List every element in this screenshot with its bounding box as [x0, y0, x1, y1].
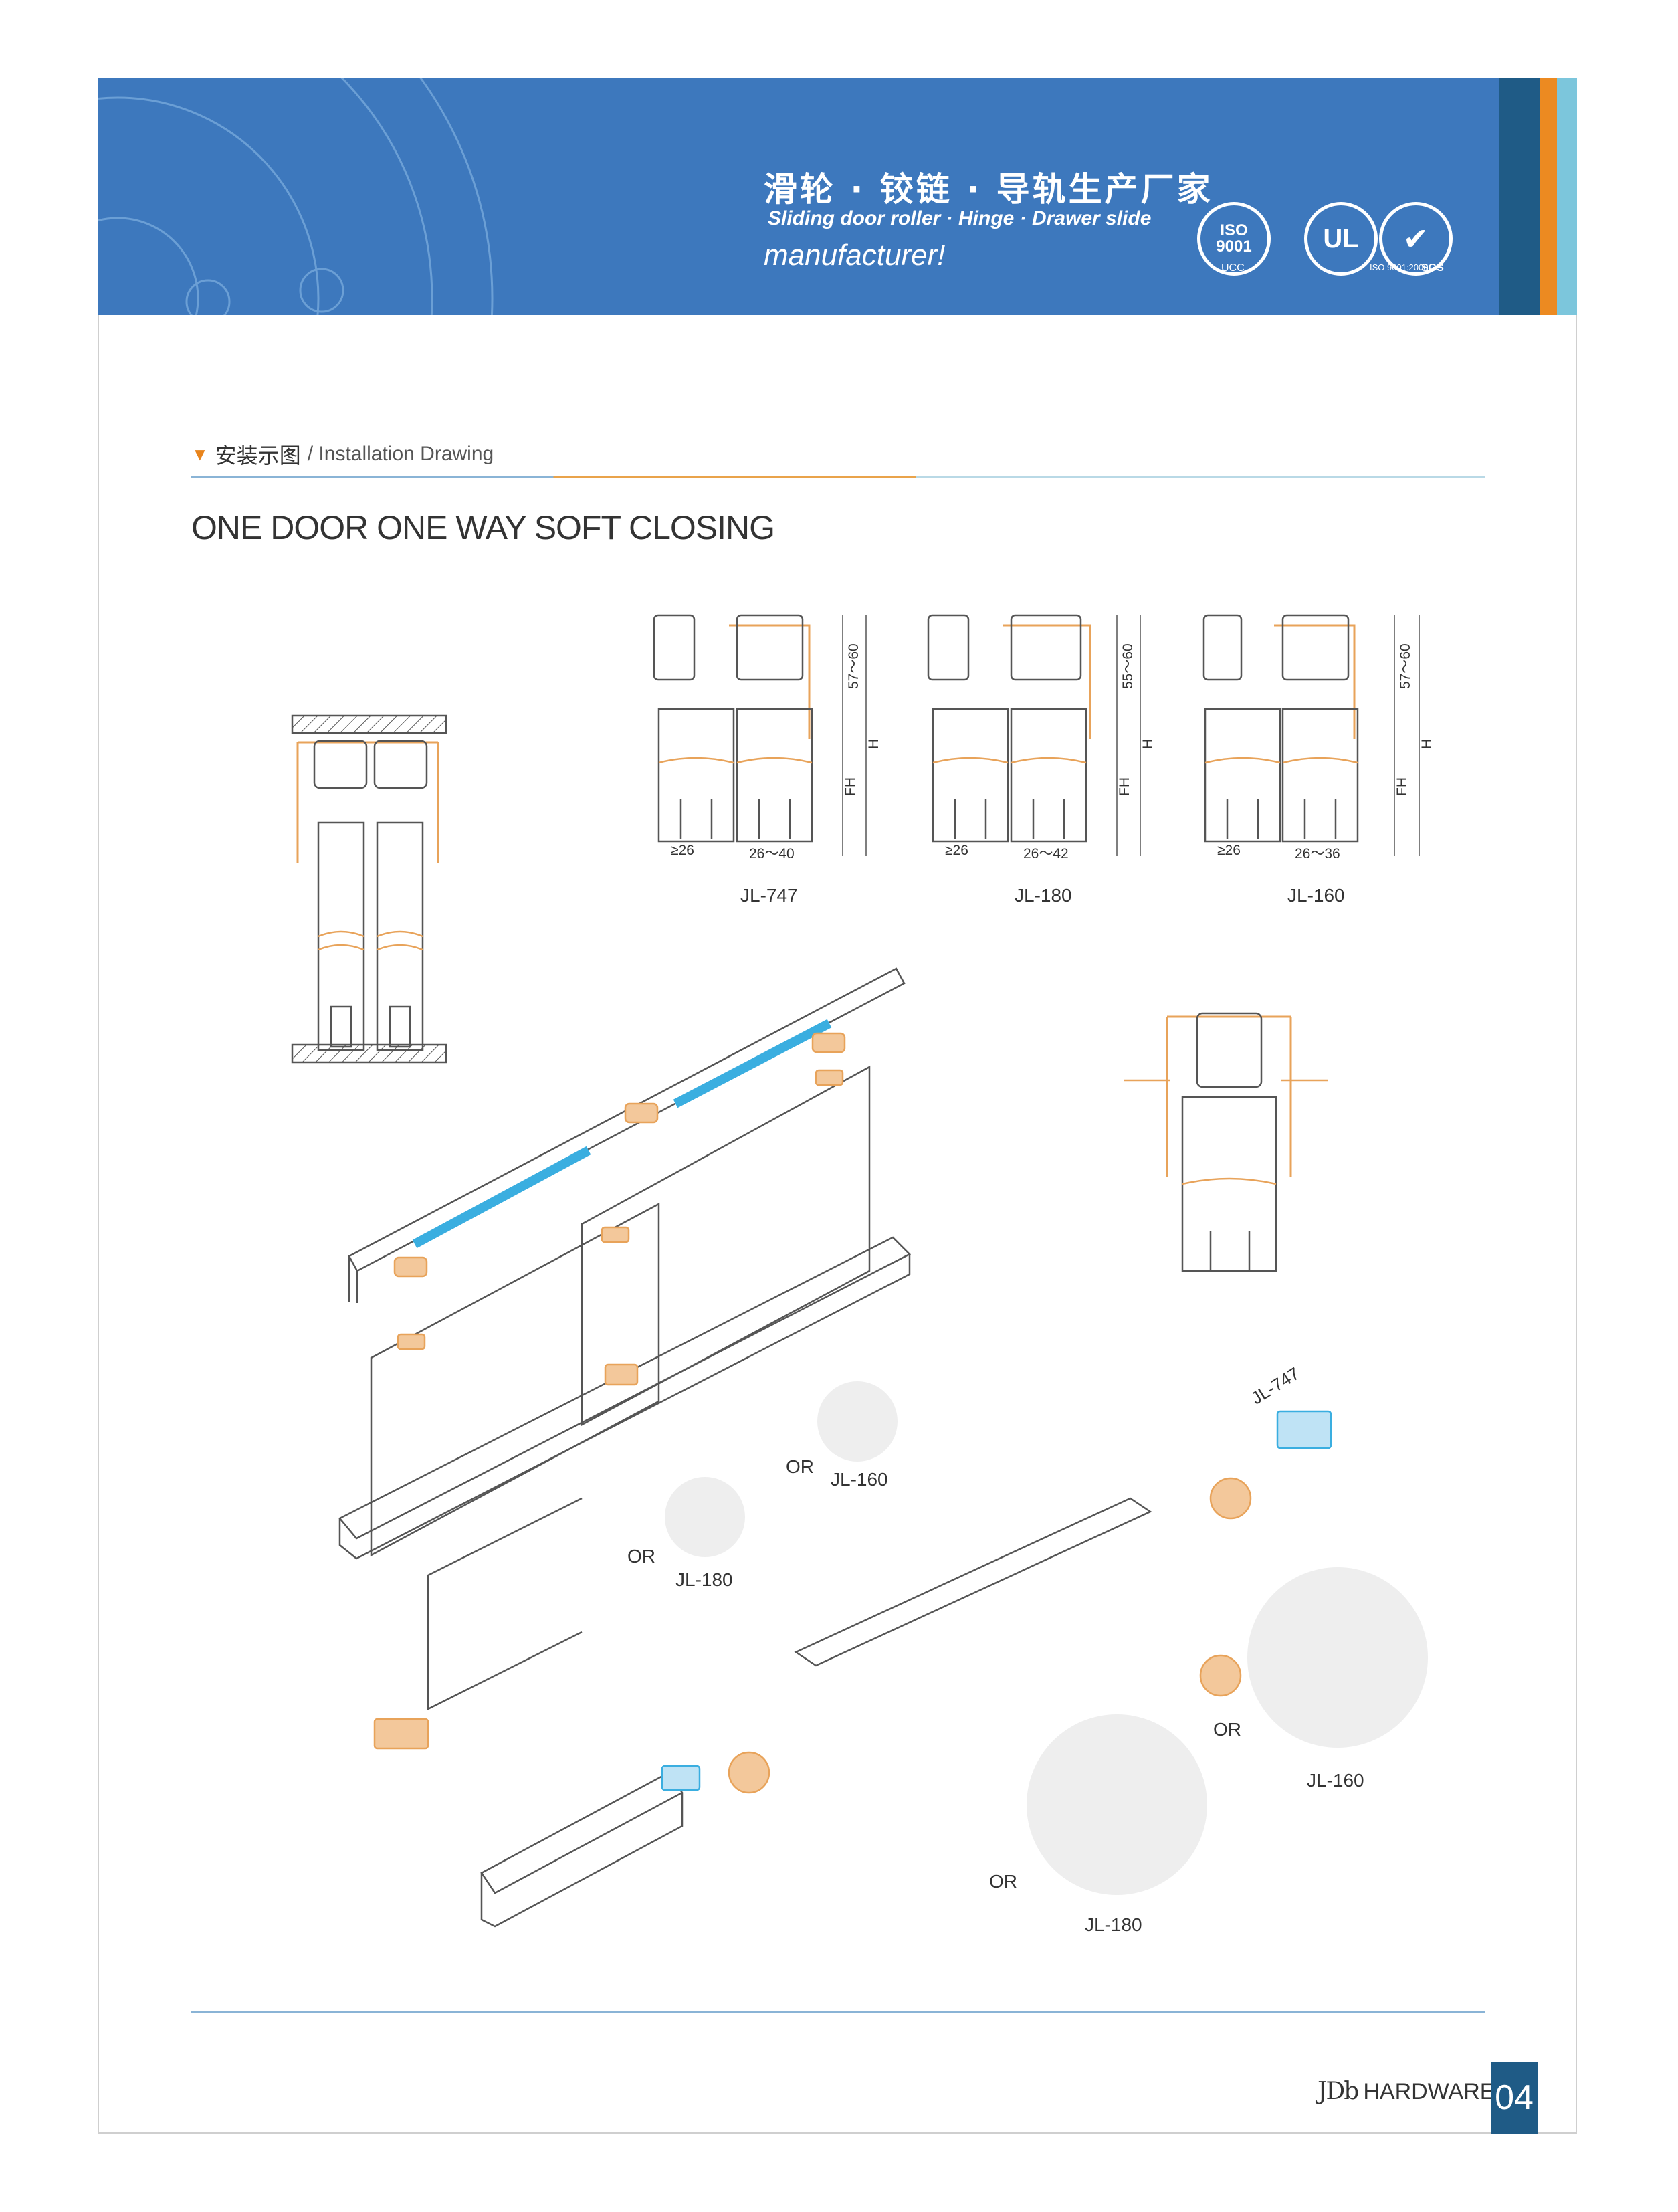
section-rule [191, 476, 1485, 478]
sgs-badge-label: SGS [1421, 262, 1444, 274]
dim-h-180: H [1140, 738, 1156, 749]
callout-circle-jl160-top [817, 1381, 898, 1462]
isometric-track-and-door [338, 967, 1152, 1928]
callout-label-jl160-right: JL-160 [1307, 1770, 1364, 1791]
ul-certification-badge: UL [1304, 202, 1378, 276]
dim-fh-160: FH [1394, 777, 1410, 796]
profile-jl-180 [927, 614, 1141, 856]
iso-badge-number: 9001 [1216, 237, 1252, 256]
dim-width-right-180: 26～42 [1023, 846, 1069, 862]
or-label-4: OR [989, 1871, 1017, 1892]
or-label-2: OR [627, 1546, 655, 1567]
section-heading-cn: 安装示图 [215, 443, 301, 468]
banner-title-cn: 滑轮 · 铰链 · 导轨生产厂家 [764, 170, 1213, 209]
page-number: 04 [1491, 2062, 1538, 2134]
check-icon: ✔ [1402, 221, 1429, 256]
banner-subtitle-en: Sliding door roller · Hinge · Drawer sli… [768, 207, 1152, 229]
dim-h-747: H [866, 738, 881, 749]
page-title: ONE DOOR ONE WAY SOFT CLOSING [191, 509, 775, 546]
profile-label-jl-747: JL-747 [740, 885, 798, 906]
dim-width-left-180: ≥26 [945, 843, 968, 858]
callout-circle-jl180-left [665, 1477, 745, 1557]
footer-rule [191, 2011, 1485, 2013]
iso-certification-badge: ISO 9001 [1197, 202, 1271, 276]
iso-badge-sub: UCC [1221, 262, 1245, 274]
dim-width-right-747: 26～40 [749, 846, 795, 862]
stripe-orange [1540, 78, 1557, 315]
dim-h-160: H [1419, 738, 1435, 749]
profile-jl-160 [1202, 614, 1420, 856]
stripe-dark [1499, 78, 1540, 315]
dim-fh-747: FH [843, 777, 858, 796]
overall-section-view [291, 714, 447, 1064]
section-heading: ▼ 安装示图 / Installation Drawing [191, 439, 494, 470]
detail-section-view [1124, 1012, 1328, 1272]
sgs-certification-badge: ✔ [1379, 202, 1453, 276]
footer-brand: JDb HARDWARE [1318, 2078, 1495, 2105]
profile-label-jl-180: JL-180 [1015, 885, 1072, 906]
callout-label-jl180-left: JL-180 [675, 1569, 733, 1590]
dim-top-180: 55～60 [1120, 643, 1136, 689]
stripe-light [1557, 78, 1577, 315]
header-banner [98, 78, 1499, 315]
dim-top-160: 57～60 [1398, 643, 1413, 689]
triangle-marker-icon: ▼ [191, 443, 209, 464]
callout-label-jl160-top: JL-160 [831, 1469, 888, 1490]
profile-label-jl-160: JL-160 [1287, 885, 1345, 906]
dim-width-right-160: 26～36 [1295, 846, 1340, 862]
brand-logo: JDb [1318, 2078, 1359, 2105]
dim-width-left-747: ≥26 [671, 843, 694, 858]
dim-width-left-160: ≥26 [1217, 843, 1241, 858]
or-label-1: OR [786, 1456, 814, 1477]
banner-subtitle-en2: manufacturer! [764, 239, 946, 272]
profile-jl-747 [653, 614, 867, 856]
section-heading-en: / Installation Drawing [307, 443, 494, 465]
banner-circles-decoration [98, 78, 494, 315]
dim-fh-180: FH [1117, 777, 1132, 796]
callout-label-jl180-bottom: JL-180 [1085, 1914, 1142, 1935]
dim-top-747: 57～60 [846, 643, 861, 689]
or-label-3: OR [1213, 1719, 1241, 1740]
callout-circle-jl160-right [1247, 1567, 1428, 1748]
sgs-badge-sub: ISO 9001:2000 [1370, 262, 1429, 272]
callout-circle-jl180-bottom [1027, 1714, 1207, 1895]
iso-badge-label: ISO [1220, 221, 1248, 239]
brand-text: HARDWARE [1363, 2079, 1495, 2104]
